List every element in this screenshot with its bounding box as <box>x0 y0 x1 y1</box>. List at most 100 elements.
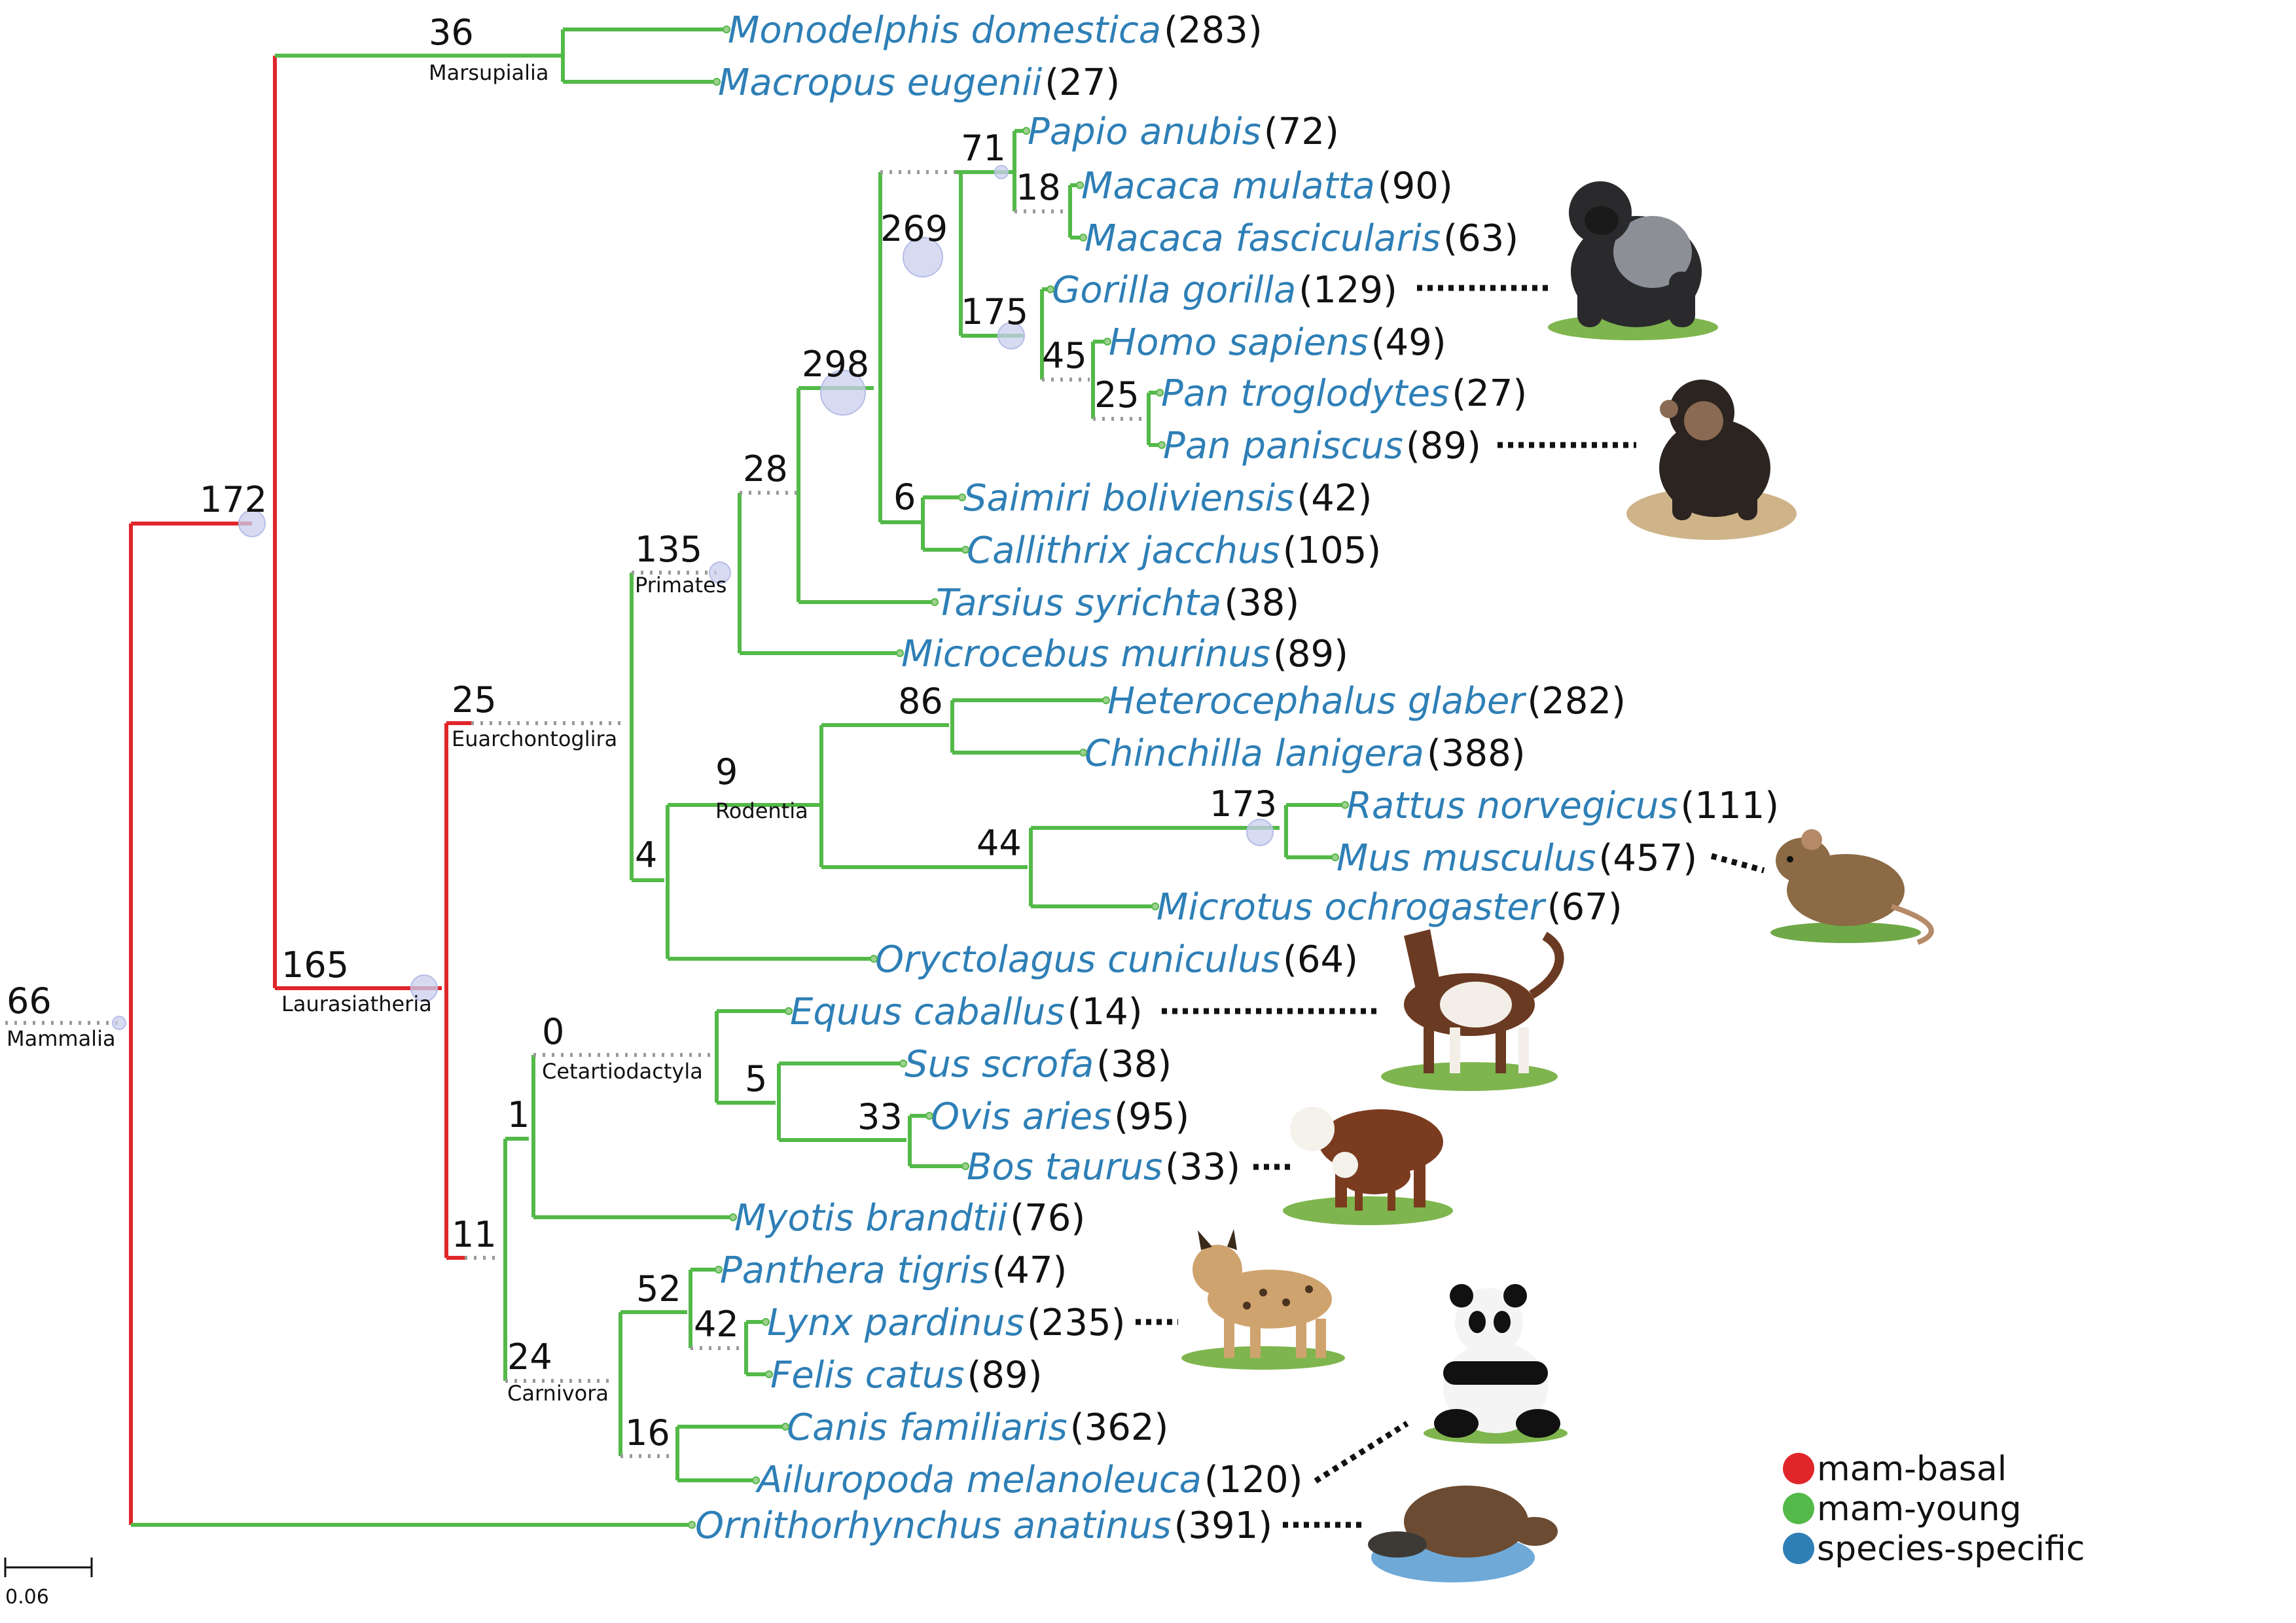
branch-298 <box>878 172 923 524</box>
tip-dot <box>1079 749 1087 757</box>
node-number-42: 42 <box>694 1304 739 1345</box>
leader-mus <box>1710 853 1765 874</box>
tip-label-mus: Mus musculus (457) <box>1336 837 1697 880</box>
branch-marsupialia-tips <box>563 27 726 84</box>
tip-label-pan-paniscus: Pan paniscus (89) <box>1163 425 1481 467</box>
tip-label-homo: Homo sapiens (49) <box>1109 321 1446 364</box>
node-number-carnivora: 24 <box>507 1336 552 1378</box>
node-bubble-165 <box>410 974 438 1002</box>
tip-label-canis: Canis familiaris (362) <box>787 1406 1168 1449</box>
tip-label-gorilla: Gorilla gorilla (129) <box>1052 269 1397 312</box>
node-number-euarchontoglira: 25 <box>452 679 497 721</box>
node-bubble-298 <box>820 370 866 416</box>
node-bubble-172 <box>238 510 266 537</box>
branch-42 <box>744 1320 769 1376</box>
node-number-45: 45 <box>1042 335 1087 376</box>
tip-dot <box>870 955 878 963</box>
tip-dot <box>958 493 966 501</box>
node-number-71: 71 <box>961 128 1006 169</box>
tip-dot <box>896 649 904 657</box>
chimpanzee-illustration <box>1626 380 1797 540</box>
branch-16 <box>675 1425 785 1482</box>
node-number-172: 172 <box>200 479 267 520</box>
legend: mam-basal mam-young species-specific <box>1783 1450 2085 1569</box>
branch-86 <box>950 698 1106 755</box>
branch-44 <box>1029 828 1155 908</box>
node-number-primates: 135 <box>635 529 702 570</box>
tip-dot <box>1103 338 1111 346</box>
tip-dot <box>1151 902 1159 910</box>
tip-label-panthera: Panthera tigris (47) <box>720 1249 1067 1292</box>
tip-label-macropus: Macropus eugenii (27) <box>718 62 1120 104</box>
tip-label-ornithorhynchus: Ornithorhynchus anatinus (391) <box>695 1505 1272 1547</box>
horse-illustration <box>1381 929 1564 1091</box>
node-number-18: 18 <box>1016 167 1061 208</box>
green-circle-icon <box>1783 1493 1814 1524</box>
tip-label-lynx: Lynx pardinus (235) <box>767 1302 1126 1344</box>
tip-dot <box>1079 234 1087 241</box>
tip-dot <box>723 26 730 33</box>
illustrations <box>1181 181 1934 1582</box>
node-number-5: 5 <box>745 1058 767 1099</box>
tip-labels: Monodelphis domestica (283) Macropus eug… <box>695 9 1779 1547</box>
node-number-laurasiatheria: 165 <box>281 944 349 986</box>
branch-52 <box>689 1268 719 1348</box>
tip-label-pan-troglodytes: Pan troglodytes (27) <box>1161 372 1527 415</box>
platypus-illustration <box>1368 1486 1558 1582</box>
tip-dot <box>1331 853 1339 861</box>
node-bubble-71 <box>994 165 1009 179</box>
node-bubble-269 <box>903 237 943 277</box>
node-number-11: 11 <box>452 1214 497 1255</box>
tip-dot <box>931 598 939 606</box>
branch-173 <box>1284 803 1345 859</box>
branch-6 <box>921 495 965 552</box>
blue-circle-icon <box>1783 1533 1814 1564</box>
branch-1 <box>531 1055 733 1219</box>
node-number-4: 4 <box>635 834 657 876</box>
node-number-cetartiodactyla: 0 <box>542 1011 564 1052</box>
tip-dot <box>1102 696 1110 704</box>
node-number-86: 86 <box>898 681 943 722</box>
node-number-16: 16 <box>625 1412 670 1454</box>
node-number-298: 298 <box>802 344 869 385</box>
clade-labels: Mammalia Marsupialia Laurasiatheria Euar… <box>7 60 808 1406</box>
legend-item-species-specific: species-specific <box>1783 1529 2085 1569</box>
tip-label-myotis: Myotis brandtii (76) <box>734 1197 1085 1240</box>
clade-label-marsupialia: Marsupialia <box>429 60 549 85</box>
clade-label-carnivora: Carnivora <box>507 1381 609 1406</box>
tip-dot <box>961 1162 969 1170</box>
tip-label-sus: Sus scrofa (38) <box>905 1043 1172 1086</box>
node-number-173: 173 <box>1210 783 1277 825</box>
tip-label-felis: Felis catus (89) <box>770 1354 1042 1397</box>
tip-dot <box>688 1521 696 1529</box>
cattle-illustration <box>1283 1107 1453 1225</box>
node-number-44: 44 <box>977 823 1022 864</box>
tip-label-macaca-fascicularis: Macaca fascicularis (63) <box>1085 217 1518 260</box>
tip-dot <box>1076 181 1084 189</box>
tip-dot <box>765 1370 773 1378</box>
node-number-33: 33 <box>857 1096 903 1137</box>
node-number-mammalia: 66 <box>7 980 52 1022</box>
legend-item-mam-young: mam-young <box>1783 1489 2022 1529</box>
tip-label-microcebus: Microcebus murinus (89) <box>901 633 1348 675</box>
node-bubble-175 <box>997 322 1025 349</box>
node-bubble-173 <box>1246 819 1274 846</box>
tip-dot <box>785 1007 793 1015</box>
node-number-marsupialia: 36 <box>429 12 474 53</box>
tip-dot <box>1341 801 1349 809</box>
clade-label-mammalia: Mammalia <box>7 1026 116 1051</box>
node-bubbles <box>112 165 1274 1030</box>
node-number-269: 269 <box>880 208 948 249</box>
node-number-175: 175 <box>961 291 1028 332</box>
branches <box>5 27 1345 1527</box>
gorilla-illustration <box>1548 181 1718 340</box>
tip-label-tarsius: Tarsius syrichta (38) <box>936 582 1299 624</box>
tip-label-saimiri: Saimiri boliviensis (42) <box>963 477 1372 520</box>
tip-dot <box>961 546 969 554</box>
clade-label-rodentia: Rodentia <box>715 798 808 823</box>
tip-dot <box>762 1318 770 1326</box>
tip-dot <box>1022 127 1030 135</box>
lynx-illustration <box>1181 1229 1345 1370</box>
clade-label-laurasiatheria: Laurasiatheria <box>281 991 432 1016</box>
clade-label-cetartiodactyla: Cetartiodactyla <box>542 1059 703 1084</box>
